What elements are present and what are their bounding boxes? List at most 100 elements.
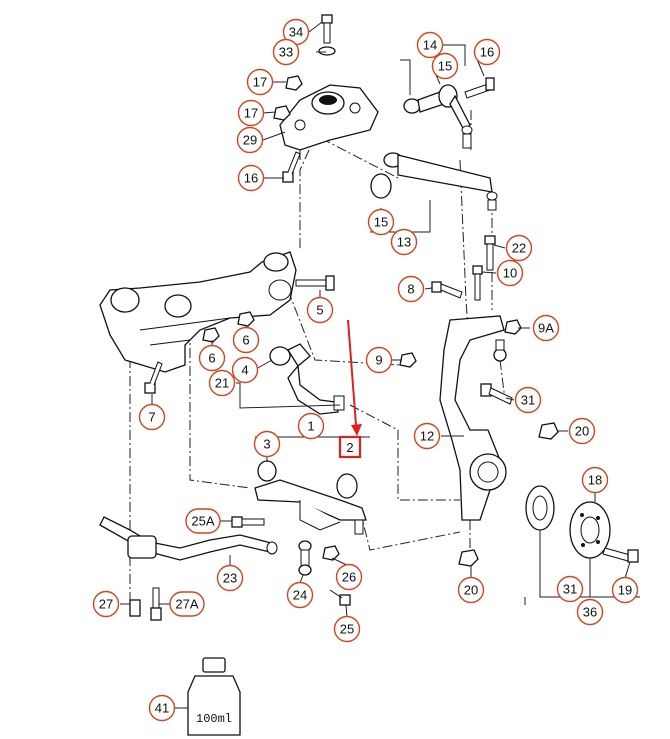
callout-label: 25 xyxy=(340,622,354,637)
callout-c36[interactable]: 36 xyxy=(576,598,604,626)
callout-c22[interactable]: 22 xyxy=(505,234,533,262)
callout-label: 17 xyxy=(253,75,267,90)
callout-c20b[interactable]: 20 xyxy=(457,576,485,604)
callout-c4[interactable]: 4 xyxy=(231,356,259,384)
callout-c9[interactable]: 9 xyxy=(365,346,393,374)
callout-c15a[interactable]: 15 xyxy=(431,52,459,80)
bolt-27a xyxy=(150,587,162,621)
callout-ring xyxy=(576,598,604,626)
callout-ring xyxy=(413,422,441,450)
callout-ring xyxy=(216,564,244,592)
callout-ring xyxy=(496,259,524,287)
callout-c29[interactable]: 29 xyxy=(236,126,264,154)
subframe xyxy=(99,251,297,373)
bolt-25a xyxy=(231,516,265,528)
callout-ring xyxy=(237,99,265,127)
callout-c9a[interactable]: 9A xyxy=(532,314,560,342)
washer-33 xyxy=(318,46,336,56)
callout-c27a[interactable]: 27A xyxy=(169,591,205,617)
callout-label: 14 xyxy=(423,38,437,53)
callout-ring xyxy=(431,52,459,80)
callout-c3[interactable]: 3 xyxy=(253,430,281,458)
nut-6b xyxy=(237,311,255,327)
callout-c8[interactable]: 8 xyxy=(397,275,425,303)
bolt-8 xyxy=(431,281,463,299)
callout-highlight-2[interactable]: 2 xyxy=(338,435,362,459)
bolt-10 xyxy=(472,265,483,301)
bolt-25 xyxy=(329,589,351,606)
callout-ring xyxy=(367,208,395,236)
callout-ring xyxy=(297,412,325,440)
nut-17a xyxy=(285,75,303,91)
callout-label: 23 xyxy=(223,571,237,586)
callout-ring xyxy=(556,575,584,603)
bolt-19 xyxy=(602,547,639,563)
callout-c5[interactable]: 5 xyxy=(306,296,334,324)
callout-c16b[interactable]: 16 xyxy=(473,38,501,66)
callout-label: 9A xyxy=(538,321,554,336)
callout-c15b[interactable]: 15 xyxy=(367,208,395,236)
nut-20b xyxy=(458,549,479,567)
callout-label: 15 xyxy=(438,59,452,74)
callout-c10[interactable]: 10 xyxy=(496,259,524,287)
callout-c17b[interactable]: 17 xyxy=(237,99,265,127)
callout-c31a[interactable]: 31 xyxy=(514,386,542,414)
bolt-5 xyxy=(295,275,335,291)
callout-c1[interactable]: 1 xyxy=(297,412,325,440)
bolt-27 xyxy=(129,599,141,617)
callout-label: 22 xyxy=(512,241,526,256)
nut-9a xyxy=(504,319,522,335)
callout-ring xyxy=(231,356,259,384)
callout-label: 41 xyxy=(155,701,169,716)
callout-c18[interactable]: 18 xyxy=(581,466,609,494)
wheel-bearing-31 xyxy=(525,485,555,531)
callout-label: 20 xyxy=(575,424,589,439)
callout-c25a[interactable]: 25A xyxy=(185,508,221,534)
callout-c20a[interactable]: 20 xyxy=(568,417,596,445)
callout-label: 20 xyxy=(464,583,478,598)
callout-c24[interactable]: 24 xyxy=(286,581,314,609)
callout-c14[interactable]: 14 xyxy=(416,31,444,59)
callout-label: 36 xyxy=(583,605,597,620)
callout-label: 21 xyxy=(215,376,229,391)
callout-ring xyxy=(208,369,236,397)
lower-arm-2 xyxy=(254,460,367,535)
callout-label: 16 xyxy=(480,45,494,60)
callout-ring xyxy=(390,228,418,256)
callout-label: 31 xyxy=(521,393,535,408)
callout-ring xyxy=(169,591,205,617)
callout-c26[interactable]: 26 xyxy=(335,563,363,591)
nut-17b xyxy=(273,105,291,121)
callout-label: 12 xyxy=(420,429,434,444)
callout-label: 8 xyxy=(407,282,414,297)
callout-ring xyxy=(581,466,609,494)
callout-c19[interactable]: 19 xyxy=(611,576,639,604)
bolt-22 xyxy=(484,235,496,271)
callout-c13[interactable]: 13 xyxy=(390,228,418,256)
callout-c12[interactable]: 12 xyxy=(413,422,441,450)
callout-ring xyxy=(253,430,281,458)
nut-6a xyxy=(202,327,220,343)
callout-c17a[interactable]: 17 xyxy=(246,68,274,96)
grease-bottle-41: 100ml xyxy=(187,657,241,736)
callout-label: 5 xyxy=(316,303,323,318)
callout-c41[interactable]: 41 xyxy=(148,694,176,722)
callout-c27[interactable]: 27 xyxy=(92,590,120,618)
callout-c34[interactable]: 34 xyxy=(282,18,310,46)
callout-ring xyxy=(272,38,300,66)
callout-ring xyxy=(365,346,393,374)
callout-c16a[interactable]: 16 xyxy=(237,164,265,192)
callout-c23[interactable]: 23 xyxy=(216,564,244,592)
callout-c21[interactable]: 21 xyxy=(208,369,236,397)
nut-26 xyxy=(322,545,340,561)
callout-ring xyxy=(92,590,120,618)
callout-c6b[interactable]: 6 xyxy=(232,326,260,354)
callout-label: 15 xyxy=(374,215,388,230)
callout-c7[interactable]: 7 xyxy=(138,403,166,431)
callout-ring xyxy=(514,386,542,414)
callout-c25[interactable]: 25 xyxy=(333,615,361,643)
callout-c33[interactable]: 33 xyxy=(272,38,300,66)
callout-c31b[interactable]: 31 xyxy=(556,575,584,603)
callout-c6a[interactable]: 6 xyxy=(198,344,226,372)
upper-arm-13 xyxy=(370,152,498,211)
